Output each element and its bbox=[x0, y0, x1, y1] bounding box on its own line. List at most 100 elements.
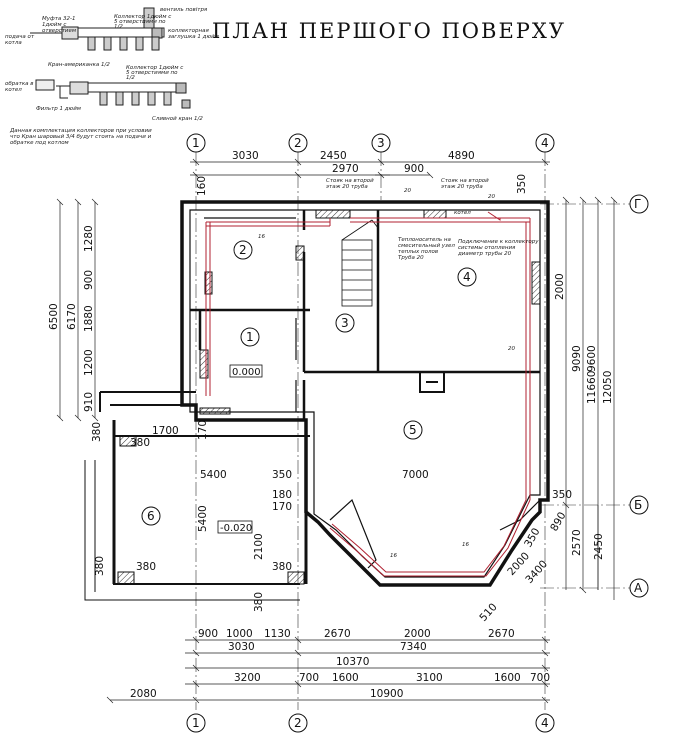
svg-text:отверстием: отверстием bbox=[42, 28, 76, 34]
svg-text:2000: 2000 bbox=[554, 273, 566, 300]
room-3-number: 3 bbox=[341, 316, 349, 330]
svg-text:11660: 11660 bbox=[586, 371, 598, 404]
axis-labels: 1 2 3 4 1 2 4 Г Б А bbox=[192, 136, 643, 730]
svg-text:6500: 6500 bbox=[48, 303, 60, 330]
svg-text:6170: 6170 bbox=[66, 303, 78, 330]
room-6-number: 6 bbox=[147, 509, 155, 523]
svg-text:1130: 1130 bbox=[264, 628, 291, 640]
svg-text:Г: Г bbox=[634, 197, 641, 211]
manifold-schematic bbox=[30, 7, 191, 109]
svg-text:160: 160 bbox=[196, 176, 208, 196]
svg-text:4: 4 bbox=[541, 136, 549, 150]
svg-text:180: 180 bbox=[272, 489, 292, 501]
svg-text:А: А bbox=[634, 581, 643, 595]
column-blocks bbox=[117, 209, 541, 585]
svg-text:Теплоноситель на: Теплоноситель на bbox=[398, 237, 451, 243]
svg-text:Труба 20: Труба 20 bbox=[398, 255, 424, 261]
svg-text:3030: 3030 bbox=[232, 150, 259, 162]
svg-text:Подключение к коллектору: Подключение к коллектору bbox=[458, 239, 539, 245]
room-5-number: 5 bbox=[409, 423, 417, 437]
svg-text:9600: 9600 bbox=[586, 345, 598, 372]
svg-text:3: 3 bbox=[377, 136, 385, 150]
svg-text:380: 380 bbox=[272, 561, 292, 573]
svg-text:16: 16 bbox=[390, 553, 397, 559]
svg-text:котел: котел bbox=[5, 87, 22, 93]
svg-text:910: 910 bbox=[83, 392, 95, 412]
svg-text:2450: 2450 bbox=[320, 150, 347, 162]
svg-text:1700: 1700 bbox=[152, 425, 179, 437]
plan-title: ПЛАН ПЕРШОГО ПОВЕРХУ bbox=[212, 19, 566, 43]
svg-text:Б: Б bbox=[634, 498, 642, 512]
svg-text:смесительный узел: смесительный узел bbox=[398, 243, 455, 249]
svg-text:350: 350 bbox=[552, 489, 572, 501]
svg-text:1280: 1280 bbox=[83, 225, 95, 252]
svg-text:1000: 1000 bbox=[226, 628, 253, 640]
svg-text:700: 700 bbox=[299, 672, 319, 684]
svg-text:5 отверстиями по: 5 отверстиями по bbox=[126, 70, 178, 76]
room-markers bbox=[141, 240, 477, 526]
heating-pipes bbox=[205, 211, 531, 577]
room-2-number: 2 bbox=[239, 243, 247, 257]
svg-text:5400: 5400 bbox=[200, 469, 227, 481]
svg-text:Данная комплектация коллекторо: Данная комплектация коллекторов при усло… bbox=[9, 128, 152, 134]
svg-text:5400: 5400 bbox=[197, 505, 209, 532]
svg-text:1: 1 bbox=[192, 136, 200, 150]
svg-text:1600: 1600 bbox=[494, 672, 521, 684]
svg-text:2080: 2080 bbox=[130, 688, 157, 700]
svg-text:котла: котла bbox=[5, 40, 22, 46]
svg-text:1880: 1880 bbox=[83, 305, 95, 332]
svg-text:380: 380 bbox=[136, 561, 156, 573]
level-mark-minus: -0.020 bbox=[220, 523, 252, 534]
room-1-number: 1 bbox=[246, 330, 254, 344]
svg-text:3100: 3100 bbox=[416, 672, 443, 684]
svg-text:коллекторная: коллекторная bbox=[168, 28, 209, 34]
svg-text:диаметр трубы 20: диаметр трубы 20 bbox=[457, 251, 512, 257]
walls bbox=[84, 200, 550, 601]
svg-text:обратке под котлом: обратке под котлом bbox=[10, 140, 69, 146]
svg-text:4: 4 bbox=[541, 716, 549, 730]
svg-text:16: 16 bbox=[462, 542, 469, 548]
svg-text:350: 350 bbox=[272, 469, 292, 481]
axis-lines bbox=[195, 152, 630, 710]
svg-text:10900: 10900 bbox=[370, 688, 403, 700]
svg-text:2970: 2970 bbox=[332, 163, 359, 175]
svg-text:350: 350 bbox=[516, 174, 528, 194]
svg-text:7000: 7000 bbox=[402, 469, 429, 481]
svg-text:890: 890 bbox=[548, 510, 568, 533]
svg-text:Стояк на второй: Стояк на второй bbox=[326, 178, 374, 184]
svg-text:380: 380 bbox=[130, 437, 150, 449]
svg-text:1: 1 bbox=[192, 716, 200, 730]
staircase bbox=[341, 219, 379, 307]
svg-text:1600: 1600 bbox=[332, 672, 359, 684]
level-mark-0: 0.000 bbox=[232, 367, 261, 378]
level-marks bbox=[217, 364, 263, 534]
svg-text:обратка в: обратка в bbox=[5, 81, 34, 87]
svg-text:10370: 10370 bbox=[336, 656, 369, 668]
svg-text:Сливной кран 1/2: Сливной кран 1/2 bbox=[152, 116, 203, 122]
svg-text:170: 170 bbox=[272, 501, 292, 513]
svg-text:теплых полов: теплых полов bbox=[398, 249, 438, 255]
svg-text:3200: 3200 bbox=[234, 672, 261, 684]
svg-text:20: 20 bbox=[488, 194, 495, 200]
svg-text:котел: котел bbox=[454, 210, 471, 216]
axis-bubbles bbox=[186, 133, 649, 733]
svg-text:7340: 7340 bbox=[400, 641, 427, 653]
svg-text:2100: 2100 bbox=[253, 533, 265, 560]
svg-text:380: 380 bbox=[91, 422, 103, 442]
svg-text:этаж 20 труба: этаж 20 труба bbox=[326, 184, 368, 190]
dimension-texts: 3030 2450 4890 2970 900 350 160 6500 617… bbox=[48, 150, 614, 700]
svg-text:1/2: 1/2 bbox=[114, 24, 123, 30]
svg-text:Стояк на второй: Стояк на второй bbox=[441, 178, 489, 184]
svg-text:900: 900 bbox=[404, 163, 424, 175]
svg-text:этаж 20 труба: этаж 20 труба bbox=[441, 184, 483, 190]
svg-text:380: 380 bbox=[253, 592, 265, 612]
room-numbers: 2 1 3 4 5 6 bbox=[147, 243, 471, 523]
svg-text:3030: 3030 bbox=[228, 641, 255, 653]
svg-text:20: 20 bbox=[508, 346, 515, 352]
svg-text:Коллектор 1дюйм с: Коллектор 1дюйм с bbox=[126, 65, 183, 71]
svg-text:16: 16 bbox=[258, 234, 265, 240]
svg-text:системы отопления: системы отопления bbox=[458, 245, 516, 251]
svg-text:1200: 1200 bbox=[83, 349, 95, 376]
svg-text:170: 170 bbox=[197, 420, 209, 440]
